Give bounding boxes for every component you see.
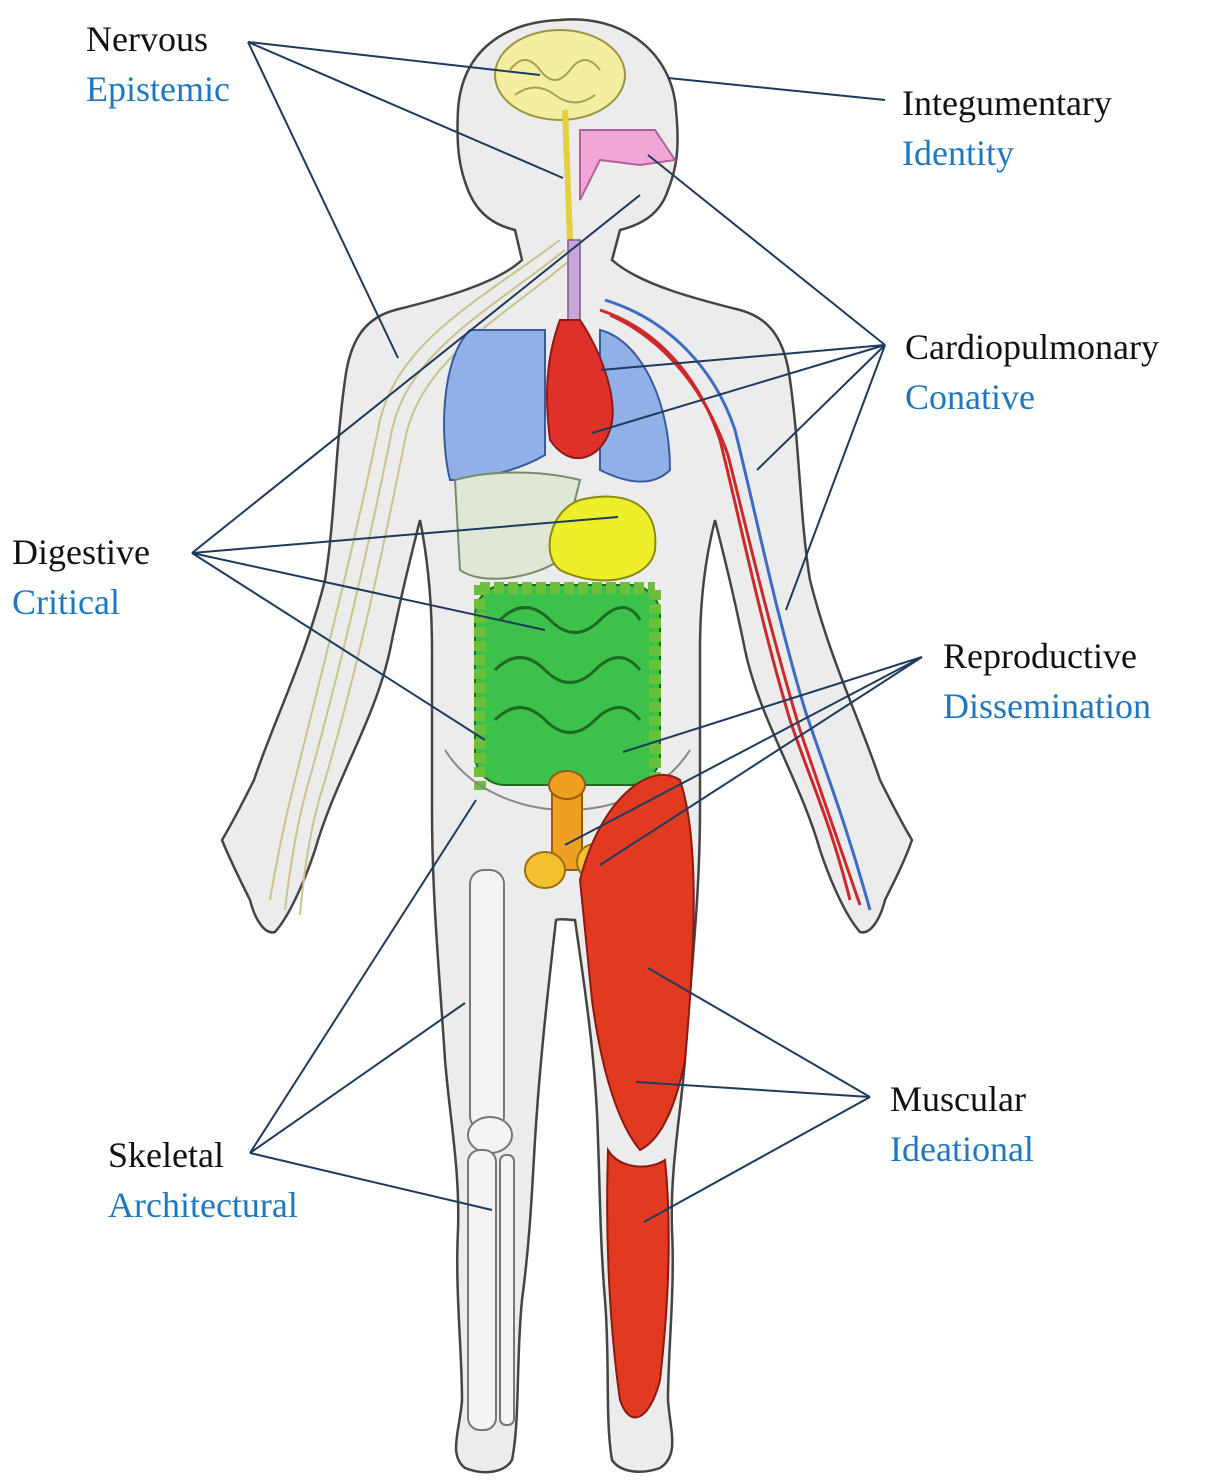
leader-skeletal-femur — [250, 1003, 465, 1153]
leader-nervous-arm — [248, 42, 398, 358]
label-nervous-function: Epistemic — [86, 64, 230, 114]
label-muscular-system: Muscular — [890, 1074, 1026, 1124]
leader-digestive-colon — [192, 553, 485, 740]
label-nervous-system: Nervous — [86, 14, 208, 64]
leader-nervous-brain — [248, 42, 540, 75]
label-cardiopulmonary-system: Cardiopulmonary — [905, 322, 1159, 372]
leader-reproductive-3 — [600, 657, 922, 865]
leader-digestive-mouth — [192, 195, 640, 553]
leader-muscular-calf — [644, 1097, 870, 1222]
leader-nervous-spine — [248, 42, 563, 178]
leader-integumentary — [668, 78, 885, 100]
label-digestive-function: Critical — [12, 577, 120, 627]
label-integumentary-function: Identity — [902, 128, 1014, 178]
label-digestive-system: Digestive — [12, 527, 150, 577]
leader-muscular-thigh — [648, 968, 870, 1097]
label-muscular-function: Ideational — [890, 1124, 1034, 1174]
label-integumentary-system: Integumentary — [902, 78, 1112, 128]
leader-cardio-mouth — [648, 155, 885, 345]
label-skeletal-system: Skeletal — [108, 1130, 224, 1180]
leader-digestive-intestine — [192, 553, 545, 630]
leader-muscular-knee — [636, 1082, 870, 1097]
leader-digestive-stomach — [192, 517, 618, 553]
leader-reproductive-2 — [565, 657, 922, 845]
label-reproductive-system: Reproductive — [943, 631, 1137, 681]
label-skeletal-function: Architectural — [108, 1180, 298, 1230]
label-reproductive-function: Dissemination — [943, 681, 1151, 731]
leader-skeletal-pelvis — [250, 800, 476, 1153]
leader-cardio-vein — [786, 345, 885, 610]
label-cardiopulmonary-function: Conative — [905, 372, 1035, 422]
leader-reproductive-1 — [623, 657, 922, 752]
